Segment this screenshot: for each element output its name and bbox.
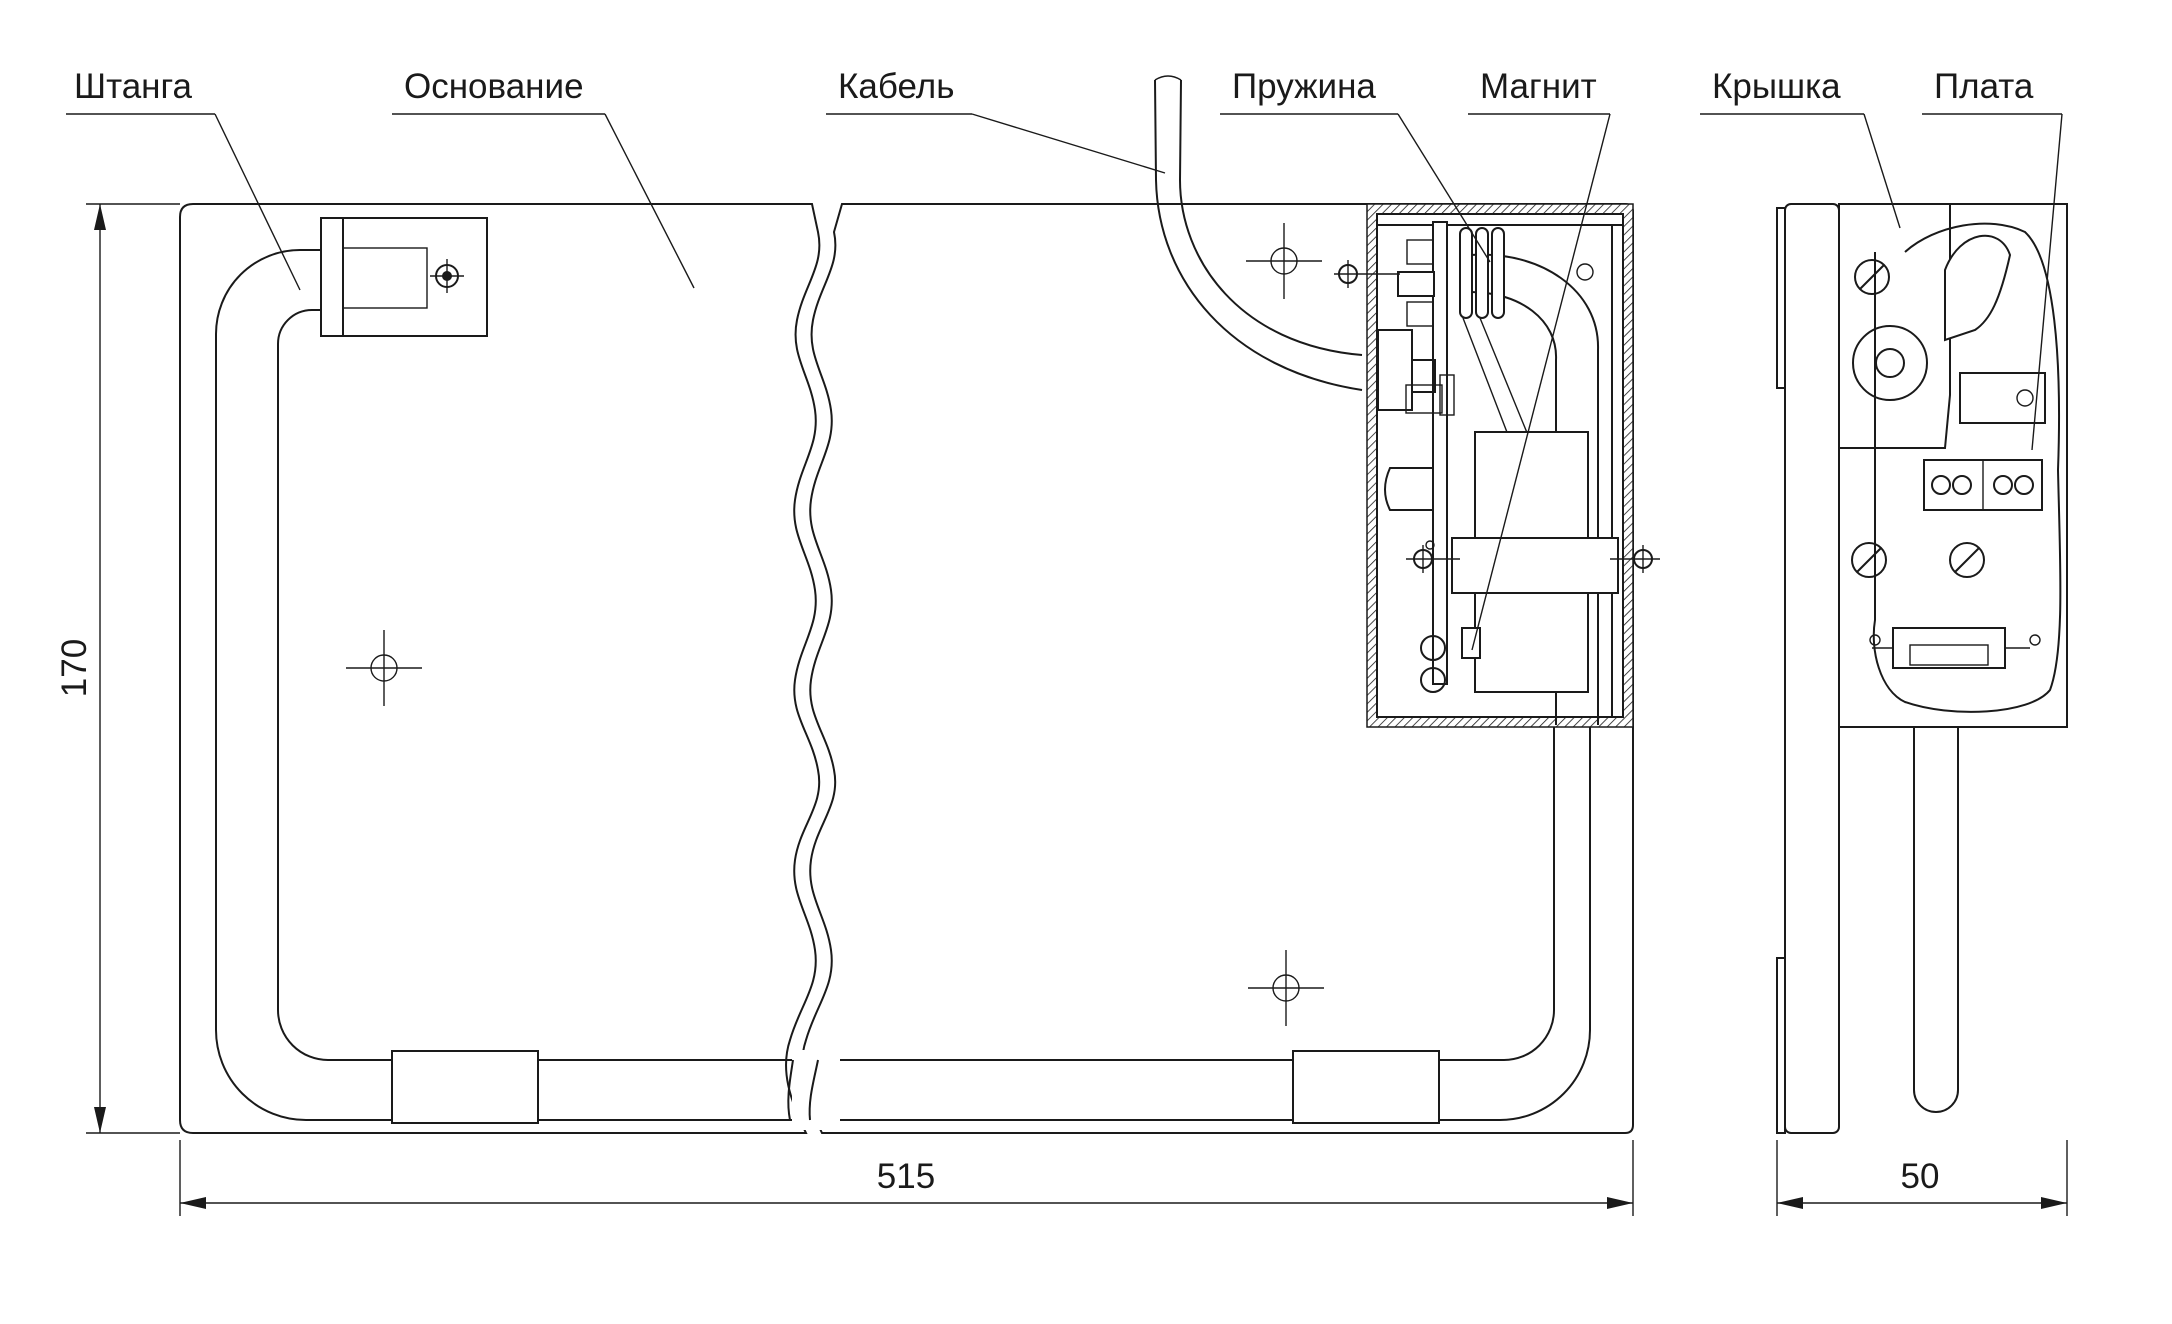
- svg-text:Плата: Плата: [1934, 67, 2034, 106]
- cable: [1154, 79, 1363, 391]
- sensor-mechanism: [1334, 221, 1660, 725]
- callouts: Штанга Основание Кабель Пружина Магнит К…: [66, 67, 2063, 651]
- length-dimension: [179, 1140, 1634, 1216]
- cover-breakout: [1872, 222, 2062, 713]
- callout-board: Плата: [1922, 67, 2063, 451]
- svg-text:Штанга: Штанга: [74, 67, 193, 106]
- svg-text:Основание: Основание: [404, 67, 584, 106]
- rod-holder-bracket: [320, 217, 488, 337]
- rod-holder-slot: [342, 247, 428, 309]
- rod-outer: [215, 249, 1591, 1121]
- svg-text:Пружина: Пружина: [1232, 67, 1376, 106]
- depth-dimension-label: 50: [1901, 1157, 1940, 1196]
- callout-base: Основание: [392, 67, 695, 289]
- side-rod: [1913, 727, 1959, 1113]
- rod-inner: [277, 309, 1555, 1061]
- svg-text:Кабель: Кабель: [838, 67, 954, 106]
- rod-holder-block: [320, 217, 344, 337]
- mount-hole-bottom-icon: [1248, 950, 1324, 1026]
- rod-clamp-right: [1292, 1050, 1440, 1124]
- side-screw-icon: [1851, 259, 1985, 578]
- base-plate-left: [179, 203, 821, 1134]
- callout-cable: Кабель: [826, 67, 1166, 174]
- spring-icon: [1459, 227, 1531, 441]
- rod-clamp-left: [391, 1050, 539, 1124]
- side-body: [1838, 203, 2068, 728]
- svg-text:Крышка: Крышка: [1712, 67, 1841, 106]
- front-view: 170 515: [55, 75, 1660, 1216]
- terminal-block-icon: [1923, 459, 2043, 511]
- depth-dimension: [1776, 1140, 2068, 1216]
- magnet-icon: [1451, 431, 1619, 693]
- reed-switch-icon: [1869, 627, 2041, 669]
- mount-hole-top-icon: [1246, 223, 1322, 299]
- mount-hole-left-icon: [346, 630, 422, 706]
- svg-text:Магнит: Магнит: [1480, 67, 1597, 106]
- height-dimension: [86, 203, 180, 1134]
- callout-cover: Крышка: [1700, 67, 1901, 229]
- callout-spring: Пружина: [1220, 67, 1491, 263]
- housing-screw-icon: [1334, 260, 1660, 573]
- length-dimension-label: 515: [877, 1157, 935, 1196]
- height-dimension-label: 170: [55, 639, 94, 697]
- callout-magnet: Магнит: [1468, 67, 1611, 651]
- rod-holder-screw-icon: [430, 259, 464, 293]
- side-view: 50: [1776, 203, 2068, 1216]
- callout-rod: Штанга: [66, 67, 301, 291]
